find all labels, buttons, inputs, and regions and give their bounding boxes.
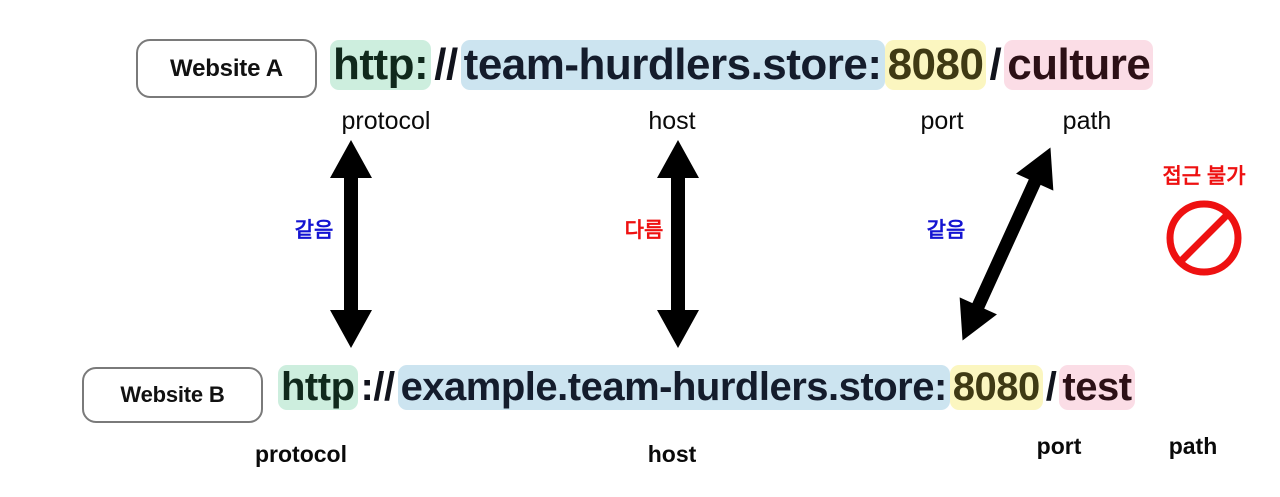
url-a-separator-2: / xyxy=(989,40,1002,89)
label-b-path: path xyxy=(1168,433,1218,459)
url-a-port-segment: 8080 xyxy=(884,40,987,90)
label-b-port: port xyxy=(1036,433,1082,459)
url-b-path-segment: test xyxy=(1059,365,1135,410)
label-b-host: host xyxy=(647,441,697,467)
url-b-separator-2: / xyxy=(1045,365,1057,409)
prohibition-sign-icon xyxy=(1166,200,1242,276)
url-a-host-segment: team-hurdlers.store: xyxy=(460,40,885,90)
url-a-path-segment: culture xyxy=(1004,40,1154,90)
comparison-port-label: 같음 xyxy=(926,219,966,242)
url-b-separator-1: :// xyxy=(360,365,396,409)
url-b-host-segment: example.team-hurdlers.store: xyxy=(397,365,950,410)
url-a-separator-1: // xyxy=(434,40,458,89)
no-access-label: 접근 불가 xyxy=(1162,165,1246,188)
website-b-url: http://example.team-hurdlers.store:8080/… xyxy=(278,365,1135,410)
comparison-protocol-label: 같음 xyxy=(294,219,334,242)
port-comparison-arrow xyxy=(959,147,1054,341)
website-a-url: http://team-hurdlers.store:8080/culture xyxy=(330,40,1154,90)
url-b-protocol-segment: http xyxy=(278,365,358,410)
protocol-comparison-arrow xyxy=(330,140,372,348)
comparison-host-label: 다름 xyxy=(624,219,664,242)
website-b-badge: Website B xyxy=(82,367,263,423)
label-a-protocol: protocol xyxy=(341,107,431,135)
label-a-host: host xyxy=(648,107,696,135)
label-a-path: path xyxy=(1062,107,1112,135)
host-comparison-arrow xyxy=(657,140,699,348)
label-b-protocol: protocol xyxy=(255,441,347,467)
url-a-protocol-segment: http: xyxy=(330,40,432,90)
url-b-port-segment: 8080 xyxy=(949,365,1043,410)
website-a-badge: Website A xyxy=(136,39,317,98)
label-a-port: port xyxy=(920,107,964,135)
